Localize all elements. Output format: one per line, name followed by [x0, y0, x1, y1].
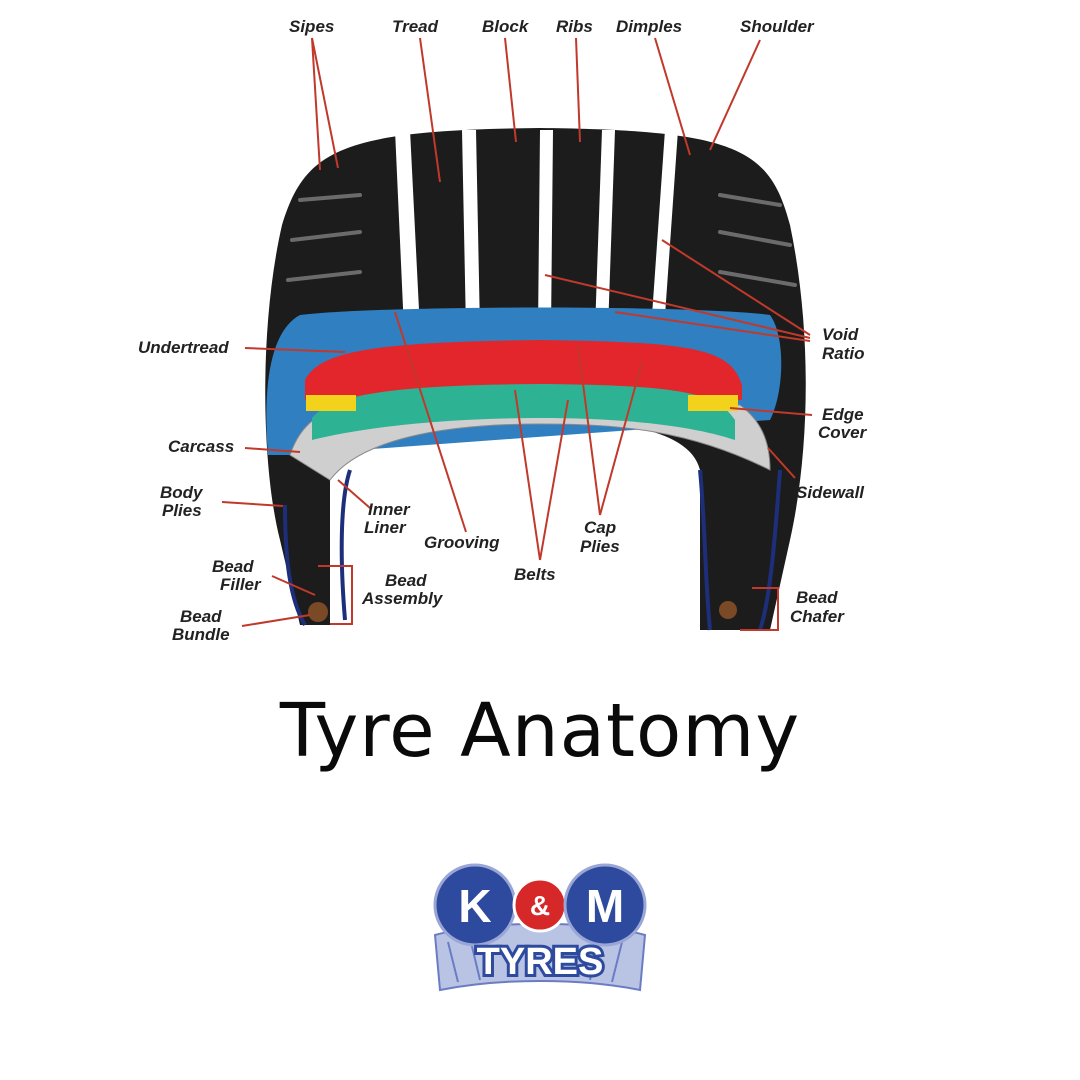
- logo-tyres: TYRES: [477, 941, 604, 983]
- page-title: Tyre Anatomy: [279, 688, 801, 774]
- label-inner-liner-2: Liner: [364, 518, 407, 537]
- label-cap-plies-2: Plies: [580, 537, 620, 556]
- label-void-ratio-2: Ratio: [822, 344, 865, 363]
- km-tyres-logo: K & M TYRES: [433, 863, 647, 992]
- label-sidewall: Sidewall: [796, 483, 865, 502]
- tread-grooves: [395, 130, 678, 330]
- cap-plies-layer: [305, 340, 742, 400]
- label-shoulder: Shoulder: [740, 17, 815, 36]
- logo-letter-k: K: [458, 880, 491, 932]
- label-cap-plies-1: Cap: [584, 518, 616, 537]
- label-bead-filler-1: Bead: [212, 557, 254, 576]
- label-void-ratio-1: Void: [822, 325, 859, 344]
- bead-bundle-right: [719, 601, 737, 619]
- inner-liner: [283, 469, 782, 631]
- label-undertread: Undertread: [138, 338, 229, 357]
- logo-bubble-m: [563, 863, 647, 947]
- label-bead-chafer-2: Chafer: [790, 607, 845, 626]
- label-body-plies-2: Plies: [162, 501, 202, 520]
- bead-bundle-left: [308, 602, 328, 622]
- label-sipes: Sipes: [289, 17, 334, 36]
- logo-ampersand: &: [530, 890, 550, 921]
- label-belts: Belts: [514, 565, 556, 584]
- label-bead-chafer-1: Bead: [796, 588, 838, 607]
- label-bead-assembly-1: Bead: [385, 571, 427, 590]
- edge-cover-right: [688, 395, 738, 411]
- label-edge-cover-1: Edge: [822, 405, 864, 424]
- logo-letter-m: M: [586, 880, 624, 932]
- label-bead-assembly-2: Assembly: [361, 589, 444, 608]
- tyre-diagram: Sipes Tread Block Ribs Dimples Shoulder …: [138, 17, 868, 644]
- label-block: Block: [482, 17, 530, 36]
- edge-cover-left: [306, 395, 356, 411]
- label-body-plies-1: Body: [160, 483, 204, 502]
- label-grooving: Grooving: [424, 533, 500, 552]
- label-edge-cover-2: Cover: [818, 423, 868, 442]
- leader-lines: [221, 37, 813, 631]
- label-dimples: Dimples: [616, 17, 682, 36]
- label-tread: Tread: [392, 17, 439, 36]
- label-inner-liner-1: Inner: [368, 500, 411, 519]
- label-bead-bundle-2: Bundle: [172, 625, 230, 644]
- label-bead-filler-2: Filler: [220, 575, 262, 594]
- label-ribs: Ribs: [556, 17, 593, 36]
- label-carcass: Carcass: [168, 437, 234, 456]
- belts-layer: [312, 384, 735, 440]
- sipes-marks: [286, 193, 797, 287]
- label-bead-bundle-1: Bead: [180, 607, 222, 626]
